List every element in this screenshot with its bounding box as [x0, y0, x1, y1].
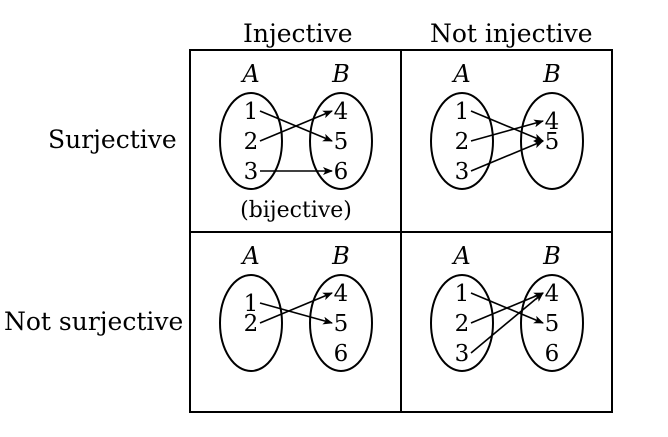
grid — [189, 49, 613, 413]
codomain-element-6: 6 — [334, 159, 349, 185]
domain-set-label: A — [451, 60, 470, 88]
codomain-element-4: 4 — [545, 281, 560, 307]
codomain-element-5: 5 — [334, 311, 349, 337]
codomain-element-6: 6 — [334, 341, 349, 367]
mapping-arrow-2-to-4 — [470, 292, 544, 324]
codomain-set-oval — [309, 274, 373, 372]
codomain-set-label: B — [542, 242, 561, 270]
mapping-arrow-3-to-5 — [470, 140, 544, 172]
domain-set-oval — [430, 92, 494, 190]
mapping-cell-not-injective-surjective: A B 1 2 3 45 — [430, 60, 584, 190]
domain-element-3: 3 — [455, 341, 470, 367]
mapping-arrow-2-to-4 — [259, 110, 333, 142]
column-header-not-injective: Not injective — [430, 19, 593, 48]
domain-set-label: A — [240, 242, 259, 270]
codomain-element-5: 5 — [334, 129, 349, 155]
domain-element-1: 1 — [244, 291, 259, 317]
mapping-arrow-3-to-4 — [470, 292, 544, 354]
mapping-cell-injective-not-surjective: A B 12 4 5 6 — [219, 242, 373, 372]
domain-element-2: 2 — [244, 311, 259, 337]
domain-element-2: 2 — [455, 129, 470, 155]
codomain-element-6: 6 — [545, 341, 560, 367]
domain-element-1: 1 — [455, 99, 470, 125]
mapping-arrow-2-to-4 — [470, 119, 544, 142]
codomain-set-label: B — [331, 60, 350, 88]
domain-set-oval — [219, 274, 283, 372]
row-header-surjective: Surjective — [48, 125, 177, 154]
domain-set-label: A — [240, 60, 259, 88]
mapping-arrow-1-to-5 — [470, 110, 544, 142]
codomain-set-label: B — [542, 60, 561, 88]
codomain-set-oval — [520, 92, 584, 190]
codomain-element-4: 4 — [545, 109, 560, 135]
codomain-set-oval — [520, 274, 584, 372]
codomain-set-label: B — [331, 242, 350, 270]
domain-element-1: 1 — [455, 281, 470, 307]
domain-element-2: 2 — [244, 129, 259, 155]
codomain-element-4: 4 — [334, 281, 349, 307]
mapping-arrow-1-to-5 — [259, 302, 333, 325]
domain-element-3: 3 — [455, 159, 470, 185]
mapping-cell-injective-surjective: A B 1 2 3 4 5 6 (bijective) — [219, 60, 373, 223]
domain-element-1: 1 — [244, 99, 259, 125]
row-header-not-surjective: Not surjective — [4, 307, 184, 336]
domain-set-oval — [219, 92, 283, 190]
domain-set-label: A — [451, 242, 470, 270]
domain-element-3: 3 — [244, 159, 259, 185]
codomain-set-oval — [309, 92, 373, 190]
codomain-element-5: 5 — [545, 129, 560, 155]
domain-set-oval — [430, 274, 494, 372]
domain-element-2: 2 — [455, 311, 470, 337]
column-header-injective: Injective — [243, 19, 353, 48]
codomain-element-5: 5 — [545, 311, 560, 337]
mapping-arrow-2-to-4 — [259, 292, 333, 324]
mapping-cell-not-injective-not-surjective: A B 1 2 3 4 5 6 — [430, 242, 584, 372]
cell-note: (bijective) — [240, 198, 352, 223]
codomain-element-4: 4 — [334, 99, 349, 125]
